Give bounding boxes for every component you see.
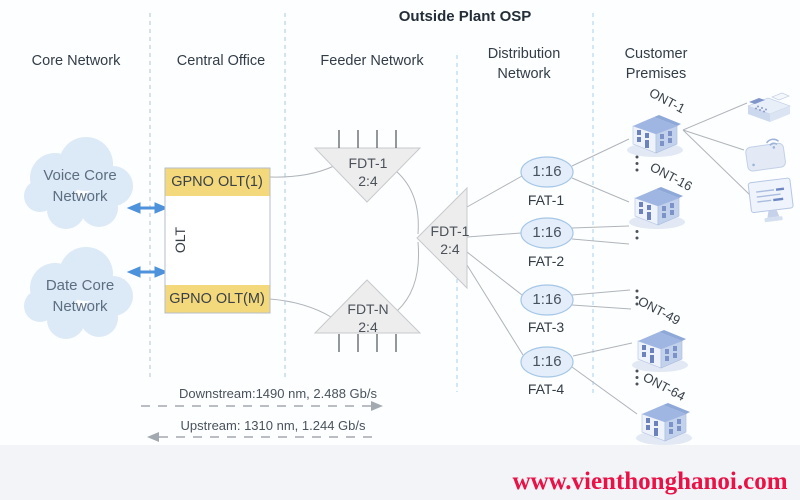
diagram-title: Outside Plant OSP [398,8,532,25]
column-central-office: Central Office [176,53,266,69]
building-icon [626,114,684,158]
ellipsis-icon [635,155,639,172]
fdt-mid-label: FDT-1 2:4 [430,223,470,257]
footer-band [0,445,800,500]
column-distribution-network: Distribution Network [487,46,561,82]
fdt-bottom-label: FDT-N 2:4 [347,301,389,335]
column-feeder-network: Feeder Network [320,53,424,69]
fat-2-label: FAT-2 [527,253,565,269]
building-icon [628,186,686,230]
computer-icon [747,177,794,223]
fax-phone-icon [747,92,791,122]
wifi-router-icon [745,138,786,172]
column-customer-premises: Customer Premises [624,46,688,82]
gpno-olt-1-label: GPNO OLT(1) [171,174,263,190]
fat-4-ratio: 1:16 [532,353,562,370]
upstream-label: Upstream: 1310 nm, 1.244 Gb/s [180,418,366,433]
building-icon [631,329,689,373]
fat-1-label: FAT-1 [527,192,565,208]
splitter-triangle-icon [313,279,422,352]
ellipsis-icon [635,369,639,386]
fdt-top-label: FDT-1 2:4 [348,155,388,189]
watermark: www.vienthonghanoi.com [512,468,788,495]
olt-label: OLT [172,226,188,254]
fat-splitter-nodes [520,156,574,378]
olt-chassis [164,167,271,314]
building-icon [635,402,693,446]
fat-3-label: FAT-3 [527,319,565,335]
column-core-network: Core Network [31,53,121,69]
fat-4-label: FAT-4 [527,381,565,397]
uplink-arrows [126,202,169,278]
splitter-triangle-icon [313,130,422,203]
stream-arrows [141,401,383,442]
data-core-cloud-label: Date Core Network [45,277,115,315]
gpno-olt-m-label: GPNO OLT(M) [169,291,265,307]
splitter-triangle-icon [416,186,468,290]
fiber-links [269,102,752,415]
fat-3-ratio: 1:16 [532,291,562,308]
downstream-label: Downstream:1490 nm, 2.488 Gb/s [179,386,377,401]
voice-core-cloud-label: Voice Core Network [43,167,117,205]
fat-1-ratio: 1:16 [532,163,562,180]
fat-2-ratio: 1:16 [532,224,562,241]
